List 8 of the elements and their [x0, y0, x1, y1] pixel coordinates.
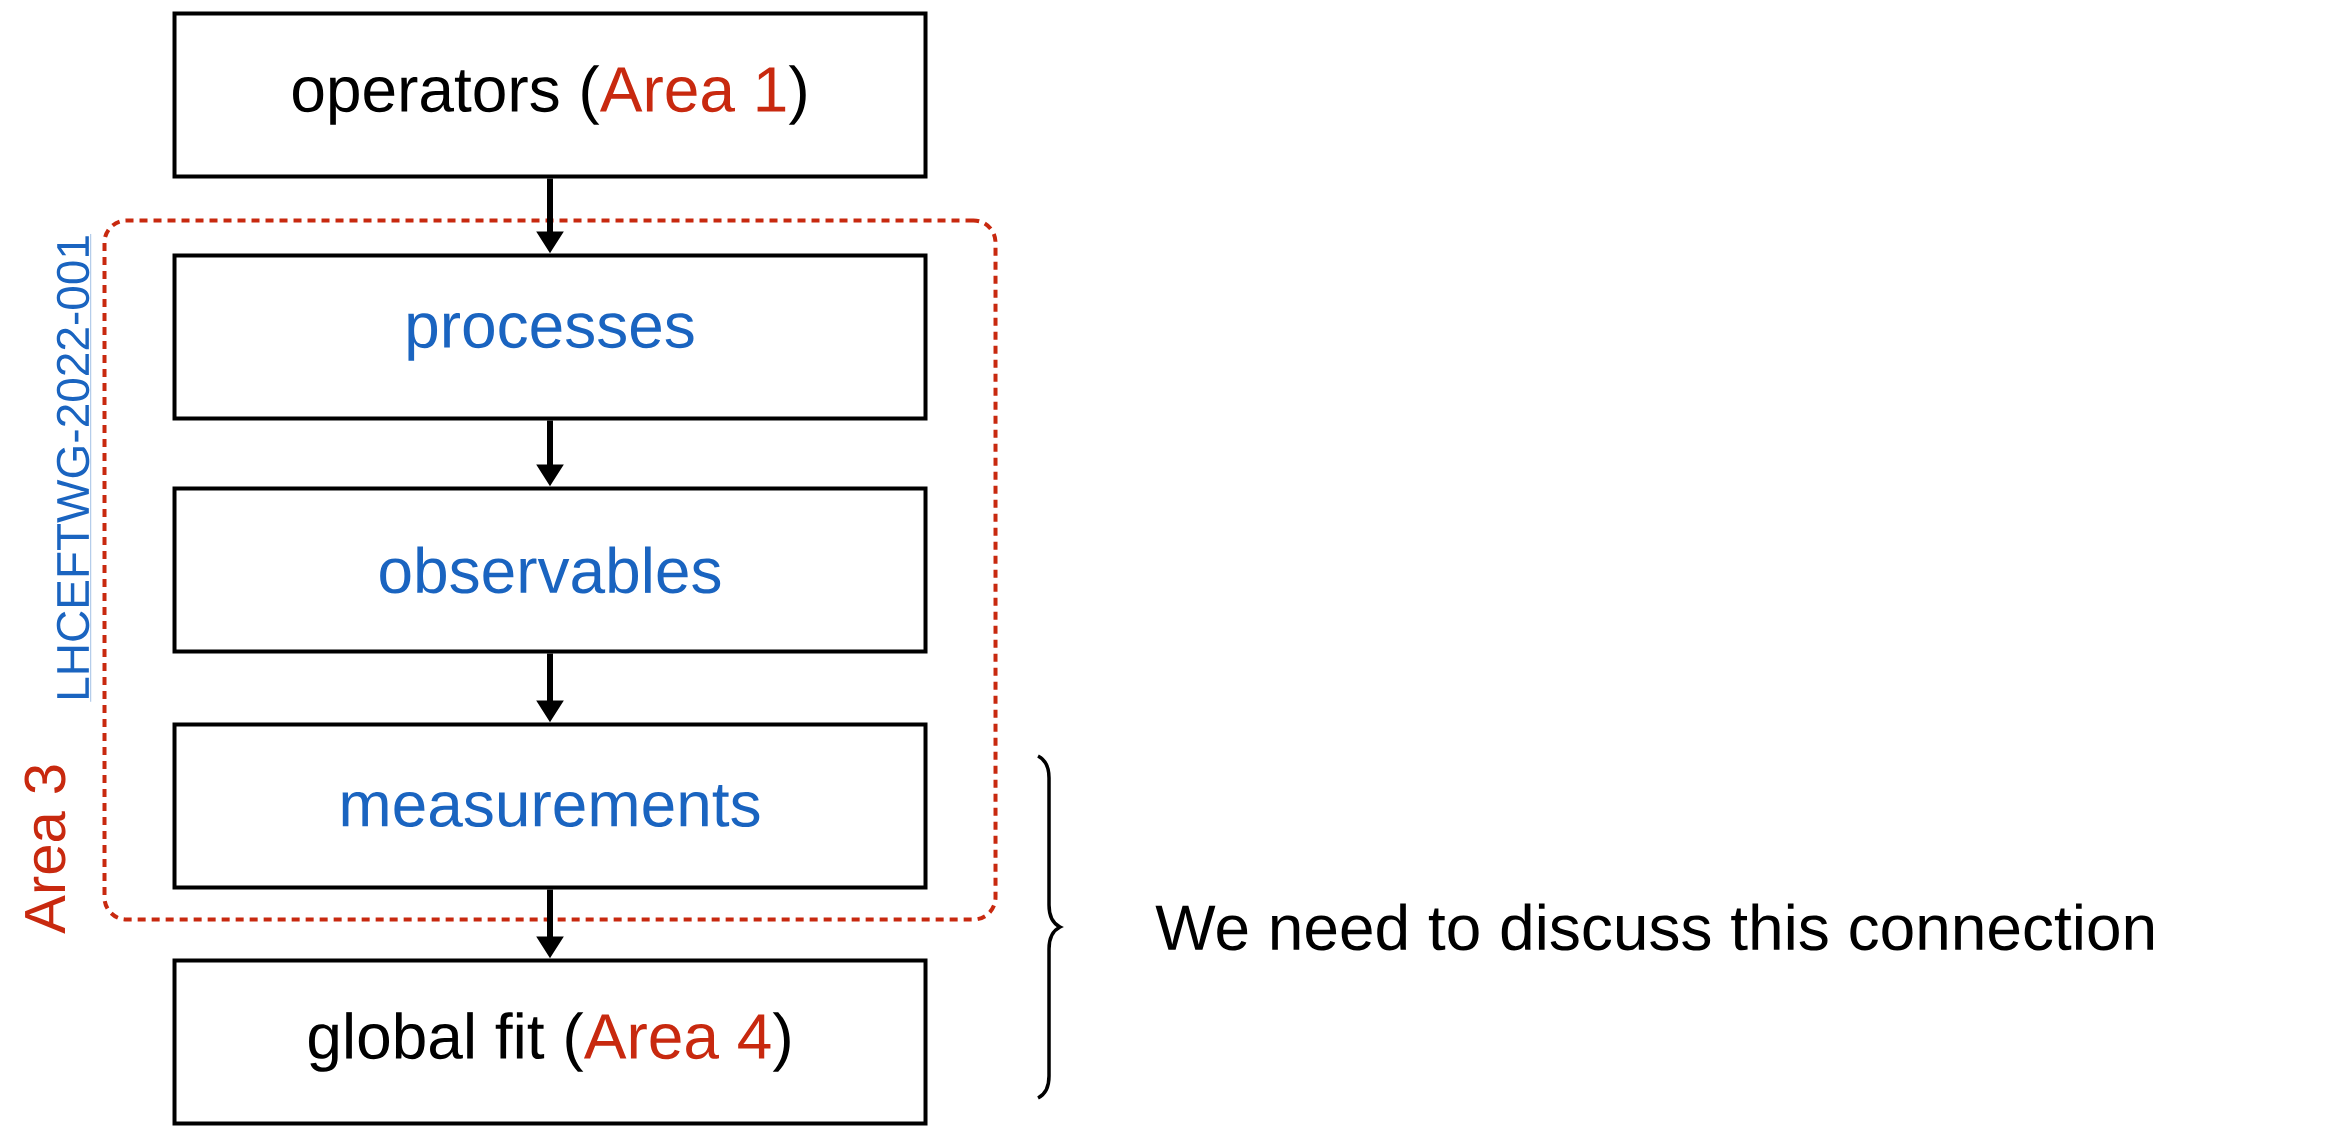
process-box: processes	[172, 253, 928, 421]
region-heading: Area 3	[24, 765, 66, 934]
reference-link: LHCEFTWG-2022-001	[56, 233, 91, 702]
process-box: global fit (Area 4)	[172, 958, 928, 1126]
process-box: operators (Area 1)	[172, 11, 928, 179]
process-box: observables	[172, 486, 928, 654]
process-box: measurements	[172, 722, 928, 890]
note-text: We need to discuss this connection	[1155, 903, 2153, 951]
